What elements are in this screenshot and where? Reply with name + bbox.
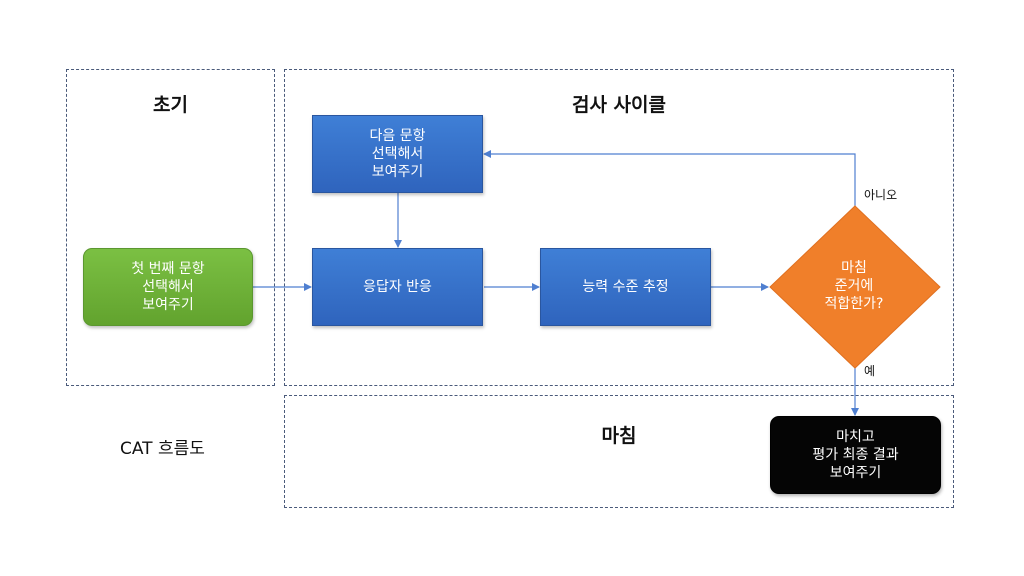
finish-region: 마침 <box>284 395 954 508</box>
edge-label-yes: 예 <box>864 364 876 378</box>
finish-region-title: 마침 <box>601 425 637 447</box>
edge-decision-no-to-next <box>483 150 856 206</box>
responder-response-node: 응답자 반응 <box>312 248 483 326</box>
show-first-item-node: 첫 번째 문항 선택해서 보여주기 <box>83 248 253 326</box>
initial-region-title: 초기 <box>153 94 188 116</box>
test-cycle-region-title: 검사 사이클 <box>571 94 666 116</box>
decision-diamond <box>769 205 941 369</box>
edge-label-no: 아니오 <box>864 188 898 202</box>
ability-estimate-node: 능력 수준 추정 <box>540 248 711 326</box>
diagram-caption: CAT 흐름도 <box>120 439 205 459</box>
stop-criterion-label: 마침 준거에 적합한가? <box>824 260 884 312</box>
finish-and-show-node: 마치고 평가 최종 결과 보여주기 <box>770 416 941 494</box>
show-next-item-node: 다음 문항 선택해서 보여주기 <box>312 115 483 193</box>
test-cycle-region: 검사 사이클 <box>284 69 954 386</box>
initial-region: 초기 <box>66 69 275 386</box>
